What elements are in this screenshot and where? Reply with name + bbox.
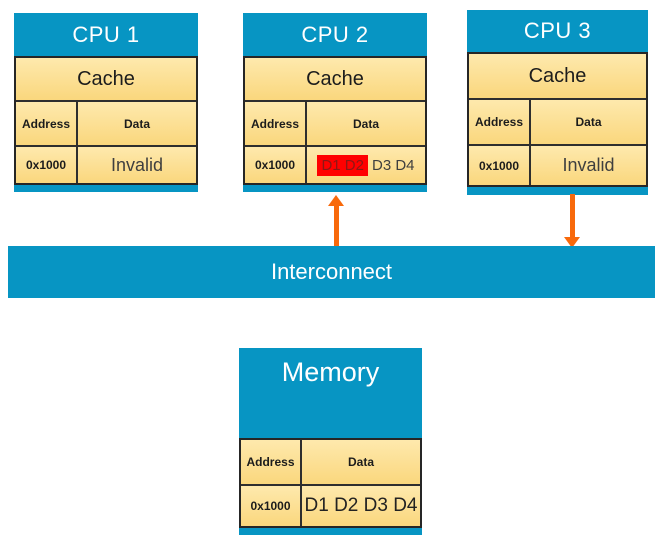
memory-address-value: 0x1000 bbox=[241, 486, 302, 526]
memory-table-row: 0x1000 D1 D2 D3 D4 bbox=[241, 484, 420, 526]
cpu1-address-header: Address bbox=[16, 102, 78, 145]
cpu3-data-header: Data bbox=[575, 115, 602, 129]
cpu3-data-value: Invalid bbox=[562, 155, 615, 175]
cpu1-cache-table: Cache Address Data 0x1000 Invalid bbox=[14, 56, 198, 185]
cpu3-table-row: 0x1000 Invalid bbox=[469, 144, 646, 185]
cpu3-table-header: Address Data bbox=[469, 98, 646, 144]
interconnect-label: Interconnect bbox=[270, 259, 393, 284]
interconnect-bar: Interconnect bbox=[8, 246, 655, 298]
cpu1-title: CPU 1 bbox=[72, 21, 140, 47]
cpu2-address-header: Address bbox=[245, 102, 307, 145]
memory-table-header: Address Data bbox=[241, 440, 420, 484]
cpu1-data-value: Invalid bbox=[110, 154, 164, 175]
cpu1-table-header: Address Data bbox=[16, 100, 196, 145]
cpu2-data-value: D1 D2 D3 D4 bbox=[307, 147, 425, 183]
cpu2-table-header: Address Data bbox=[245, 100, 425, 145]
cpu3-box: CPU 3 Cache Address Data 0x1000 Invalid bbox=[467, 10, 648, 195]
cpu2-table-row: 0x1000 D1 D2 D3 D4 bbox=[245, 145, 425, 183]
cpu3-cache-table: Cache Address Data 0x1000 Invalid bbox=[467, 52, 648, 187]
cpu3-address-header: Address bbox=[469, 100, 531, 144]
cpu1-data-header: Data bbox=[123, 116, 150, 131]
memory-data-header: Data bbox=[347, 455, 374, 469]
cpu2-cache-label: Cache bbox=[245, 58, 425, 100]
cpu3-title: CPU 3 bbox=[523, 18, 592, 43]
arrow-up-icon bbox=[328, 195, 344, 206]
arrow-down-icon bbox=[564, 237, 580, 248]
cpu3-cache-label: Cache bbox=[469, 54, 646, 98]
cpu2-cache-table: Cache Address Data 0x1000 D1 D2 D3 D4 bbox=[243, 56, 427, 185]
cpu3-interconnect-arrow bbox=[570, 194, 575, 238]
cpu1-address-value: 0x1000 bbox=[16, 147, 78, 183]
cpu2-title: CPU 2 bbox=[301, 21, 369, 47]
memory-title: Memory bbox=[281, 357, 380, 387]
cpu2-data-normal-words: D3 D4 bbox=[372, 156, 415, 174]
memory-data-value: D1 D2 D3 D4 bbox=[304, 495, 418, 516]
cpu1-table-row: 0x1000 Invalid bbox=[16, 145, 196, 183]
cpu1-cache-label: Cache bbox=[16, 58, 196, 100]
memory-box: Memory Address Data 0x1000 D1 D2 D3 D4 bbox=[239, 348, 422, 535]
cpu2-address-value: 0x1000 bbox=[245, 147, 307, 183]
cpu1-box: CPU 1 Cache Address Data 0x1000 Invalid bbox=[14, 13, 198, 192]
memory-address-header: Address bbox=[241, 440, 302, 484]
cpu2-data-highlighted-words: D1 D2 bbox=[317, 154, 368, 176]
cpu2-box: CPU 2 Cache Address Data 0x1000 D1 D2 D3… bbox=[243, 13, 427, 192]
cpu3-address-value: 0x1000 bbox=[469, 146, 531, 185]
cpu2-interconnect-arrow bbox=[334, 205, 339, 246]
cpu2-data-header: Data bbox=[352, 116, 379, 131]
memory-table: Address Data 0x1000 D1 D2 D3 D4 bbox=[239, 438, 422, 528]
